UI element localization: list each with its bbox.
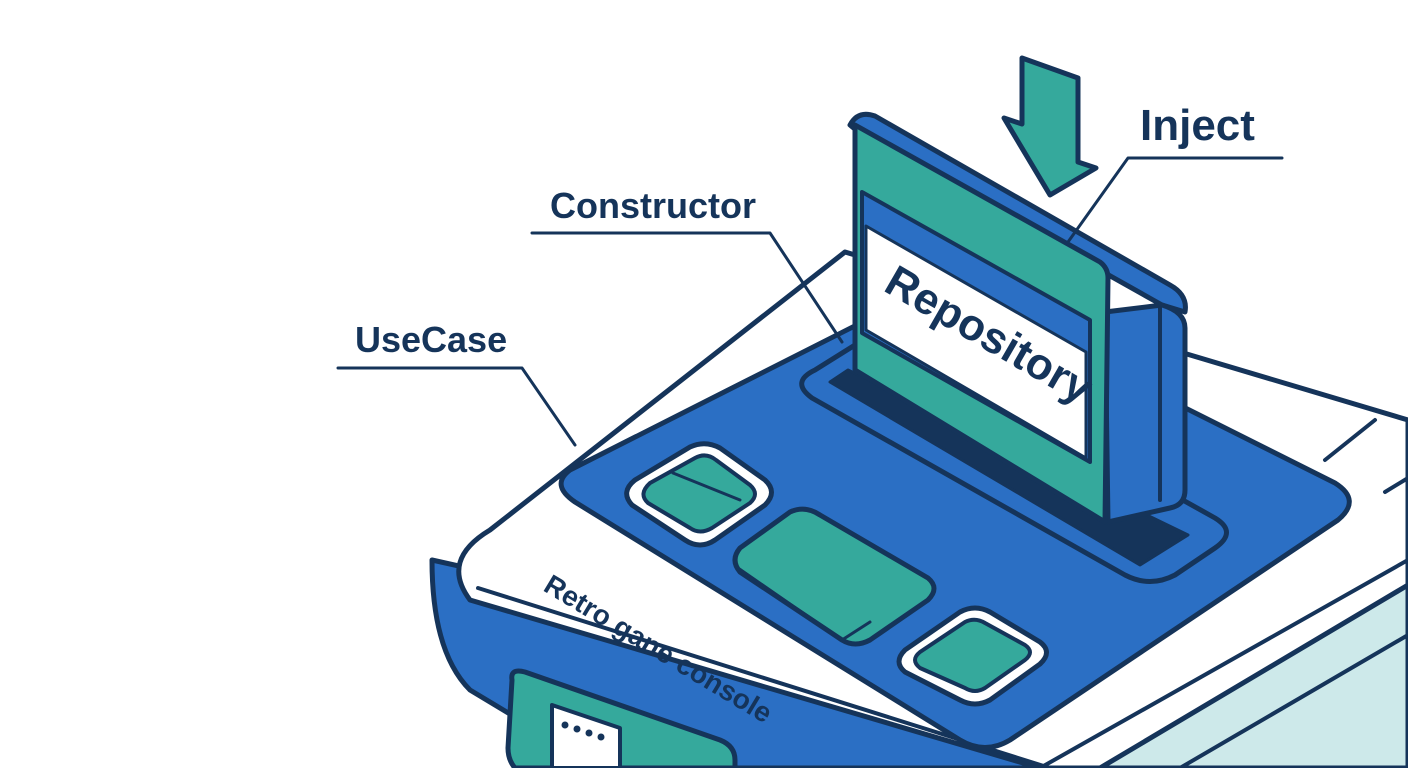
console-right-stripe — [1038, 558, 1408, 768]
inject-leader-line — [1066, 156, 1284, 244]
cartridge-side — [1102, 302, 1188, 525]
down-arrow-icon — [1001, 55, 1099, 198]
usecase-leader-line — [336, 366, 577, 447]
console-button-3 — [896, 605, 1049, 707]
constructor-leader-line — [530, 231, 844, 344]
console-top-groove-2 — [1383, 476, 1408, 494]
repository-cartridge — [847, 111, 1188, 525]
cartridge-label — [864, 224, 1088, 460]
constructor-label: Constructor — [550, 185, 756, 226]
usecase-label: UseCase — [355, 319, 507, 360]
console-right-stripe-2 — [1178, 633, 1408, 768]
inject-label: Inject — [1140, 101, 1255, 150]
console-button-1 — [624, 441, 774, 548]
console-button-2 — [732, 506, 937, 647]
console-front-port — [505, 668, 738, 768]
console-top-groove — [1323, 418, 1377, 462]
